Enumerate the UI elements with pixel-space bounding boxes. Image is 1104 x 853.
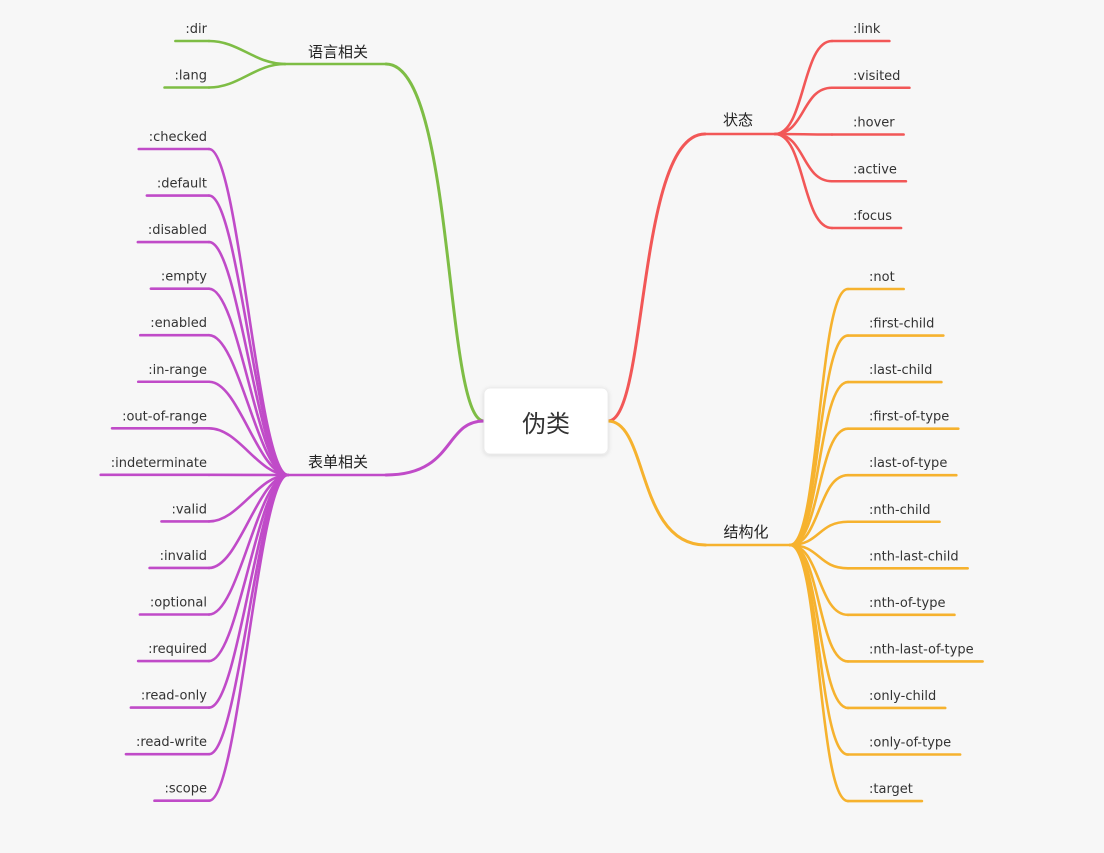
edge-leaf-structural-10 <box>788 543 850 756</box>
edge-leaf-form-13 <box>207 473 290 756</box>
leaf-label-form-0[interactable]: :checked <box>149 130 207 145</box>
edge-root-state <box>606 132 707 423</box>
edge-root-structural <box>606 419 707 547</box>
leaf-label-structural-9[interactable]: :only-child <box>869 689 936 704</box>
leaf-label-form-7[interactable]: :indeterminate <box>111 456 207 471</box>
leaf-label-form-2[interactable]: :disabled <box>148 223 207 238</box>
leaf-label-structural-2[interactable]: :last-child <box>869 363 932 378</box>
leaf-label-structural-8[interactable]: :nth-last-of-type <box>869 642 974 657</box>
undefined <box>384 62 486 423</box>
edge-leaf-structural-1 <box>788 334 850 547</box>
leaf-label-form-13[interactable]: :read-write <box>136 735 207 750</box>
edge-leaf-state-3 <box>773 132 834 183</box>
leaf-label-state-1[interactable]: :visited <box>853 69 900 84</box>
leaf-label-structural-7[interactable]: :nth-of-type <box>869 596 945 611</box>
edge-leaf-structural-3 <box>788 427 850 547</box>
branch-label-language[interactable]: 语言相关 <box>308 43 368 61</box>
root-node-label: 伪类 <box>522 410 570 438</box>
edge-leaf-state-4 <box>773 132 834 230</box>
leaf-label-form-3[interactable]: :empty <box>161 270 207 285</box>
edge-leaf-form-4 <box>207 333 290 477</box>
edge-leaf-structural-2 <box>788 380 850 547</box>
edges-layer <box>99 39 984 803</box>
edge-leaf-form-2 <box>207 240 290 477</box>
leaf-label-state-3[interactable]: :active <box>853 162 897 177</box>
edge-leaf-structural-0 <box>788 287 850 547</box>
undefined <box>384 419 486 477</box>
edge-leaf-form-14 <box>207 473 290 802</box>
leaf-label-structural-11[interactable]: :target <box>869 782 913 797</box>
edge-leaf-form-12 <box>207 473 290 709</box>
leaf-label-form-11[interactable]: :required <box>148 642 207 657</box>
leaf-label-form-9[interactable]: :invalid <box>160 549 207 564</box>
leaf-label-form-6[interactable]: :out-of-range <box>122 409 207 424</box>
leaf-label-form-4[interactable]: :enabled <box>150 316 207 331</box>
edge-leaf-form-6 <box>207 427 290 477</box>
leaf-label-form-5[interactable]: :in-range <box>148 363 207 378</box>
edge-leaf-language-1 <box>207 62 287 89</box>
leaf-label-structural-6[interactable]: :nth-last-child <box>869 549 959 564</box>
leaf-label-structural-5[interactable]: :nth-child <box>869 503 931 518</box>
leaf-label-structural-4[interactable]: :last-of-type <box>869 456 947 471</box>
edge-leaf-structural-4 <box>788 473 850 547</box>
branch-label-structural[interactable]: 结构化 <box>723 523 768 541</box>
leaf-label-form-12[interactable]: :read-only <box>141 689 207 704</box>
leaf-label-structural-10[interactable]: :only-of-type <box>869 736 951 751</box>
leaf-label-language-1[interactable]: :lang <box>175 69 207 84</box>
leaf-label-form-1[interactable]: :default <box>157 177 207 192</box>
root-node-box <box>483 387 609 455</box>
nodes-layer: 状态 :link :visited :hover :active :focus 结构化 :no… <box>111 22 974 797</box>
leaf-label-state-4[interactable]: :focus <box>853 209 892 224</box>
branch-label-state[interactable]: 状态 <box>723 111 753 129</box>
leaf-label-form-10[interactable]: :optional <box>150 596 207 611</box>
edge-leaf-state-1 <box>773 86 834 136</box>
edge-leaf-form-1 <box>207 194 290 477</box>
edge-leaf-structural-11 <box>788 543 850 803</box>
root-node[interactable]: 伪类 <box>483 387 609 455</box>
leaf-label-state-0[interactable]: :link <box>853 22 881 37</box>
leaf-label-structural-0[interactable]: :not <box>869 270 895 285</box>
leaf-label-structural-1[interactable]: :first-child <box>869 317 934 332</box>
edge-leaf-state-0 <box>773 39 834 136</box>
leaf-label-language-0[interactable]: :dir <box>185 22 207 37</box>
edge-leaf-form-5 <box>207 380 290 477</box>
leaf-label-form-8[interactable]: :valid <box>171 502 207 517</box>
leaf-label-form-14[interactable]: :scope <box>164 782 207 797</box>
branch-label-form[interactable]: 表单相关 <box>308 453 368 471</box>
leaf-label-structural-3[interactable]: :first-of-type <box>869 410 949 425</box>
edge-leaf-language-0 <box>207 39 287 66</box>
leaf-label-state-2[interactable]: :hover <box>853 116 895 131</box>
